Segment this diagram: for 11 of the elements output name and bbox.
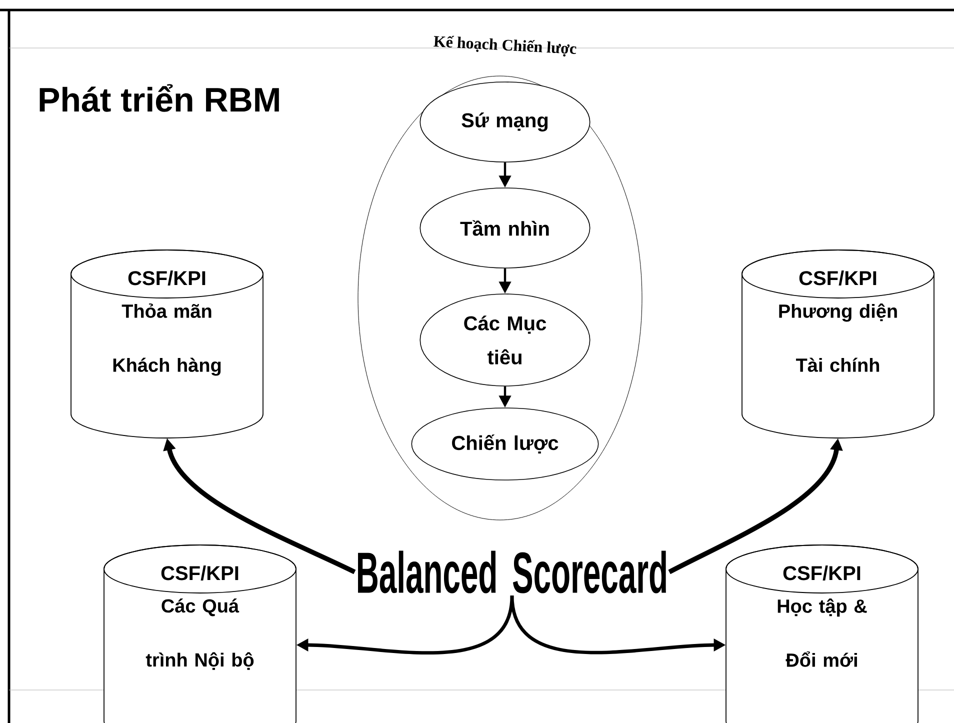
node-label: Học tập & Đổi mới (778, 598, 867, 667)
slide-title: Phát triển RBM (40, 84, 279, 112)
cylinder: CSF/KPI Thỏa mãn Khách hàng (70, 250, 264, 438)
cylinder: CSF/KPI Phương diện Tài chính (742, 250, 934, 438)
node-label: Các Quá trình Nội bộ (146, 598, 254, 670)
cylinder: CSF/KPI Các Quá trình Nội bộ (104, 544, 296, 723)
banner-text: Balanced Scorecard (358, 550, 666, 594)
cylinder: CSF/KPI Học tập & Đổi mới (726, 544, 918, 723)
node-label: Kế hoạch Chiến lược (433, 36, 576, 57)
node-label: CSF/KPI (161, 566, 238, 580)
node-label: CSF/KPI (783, 566, 860, 580)
